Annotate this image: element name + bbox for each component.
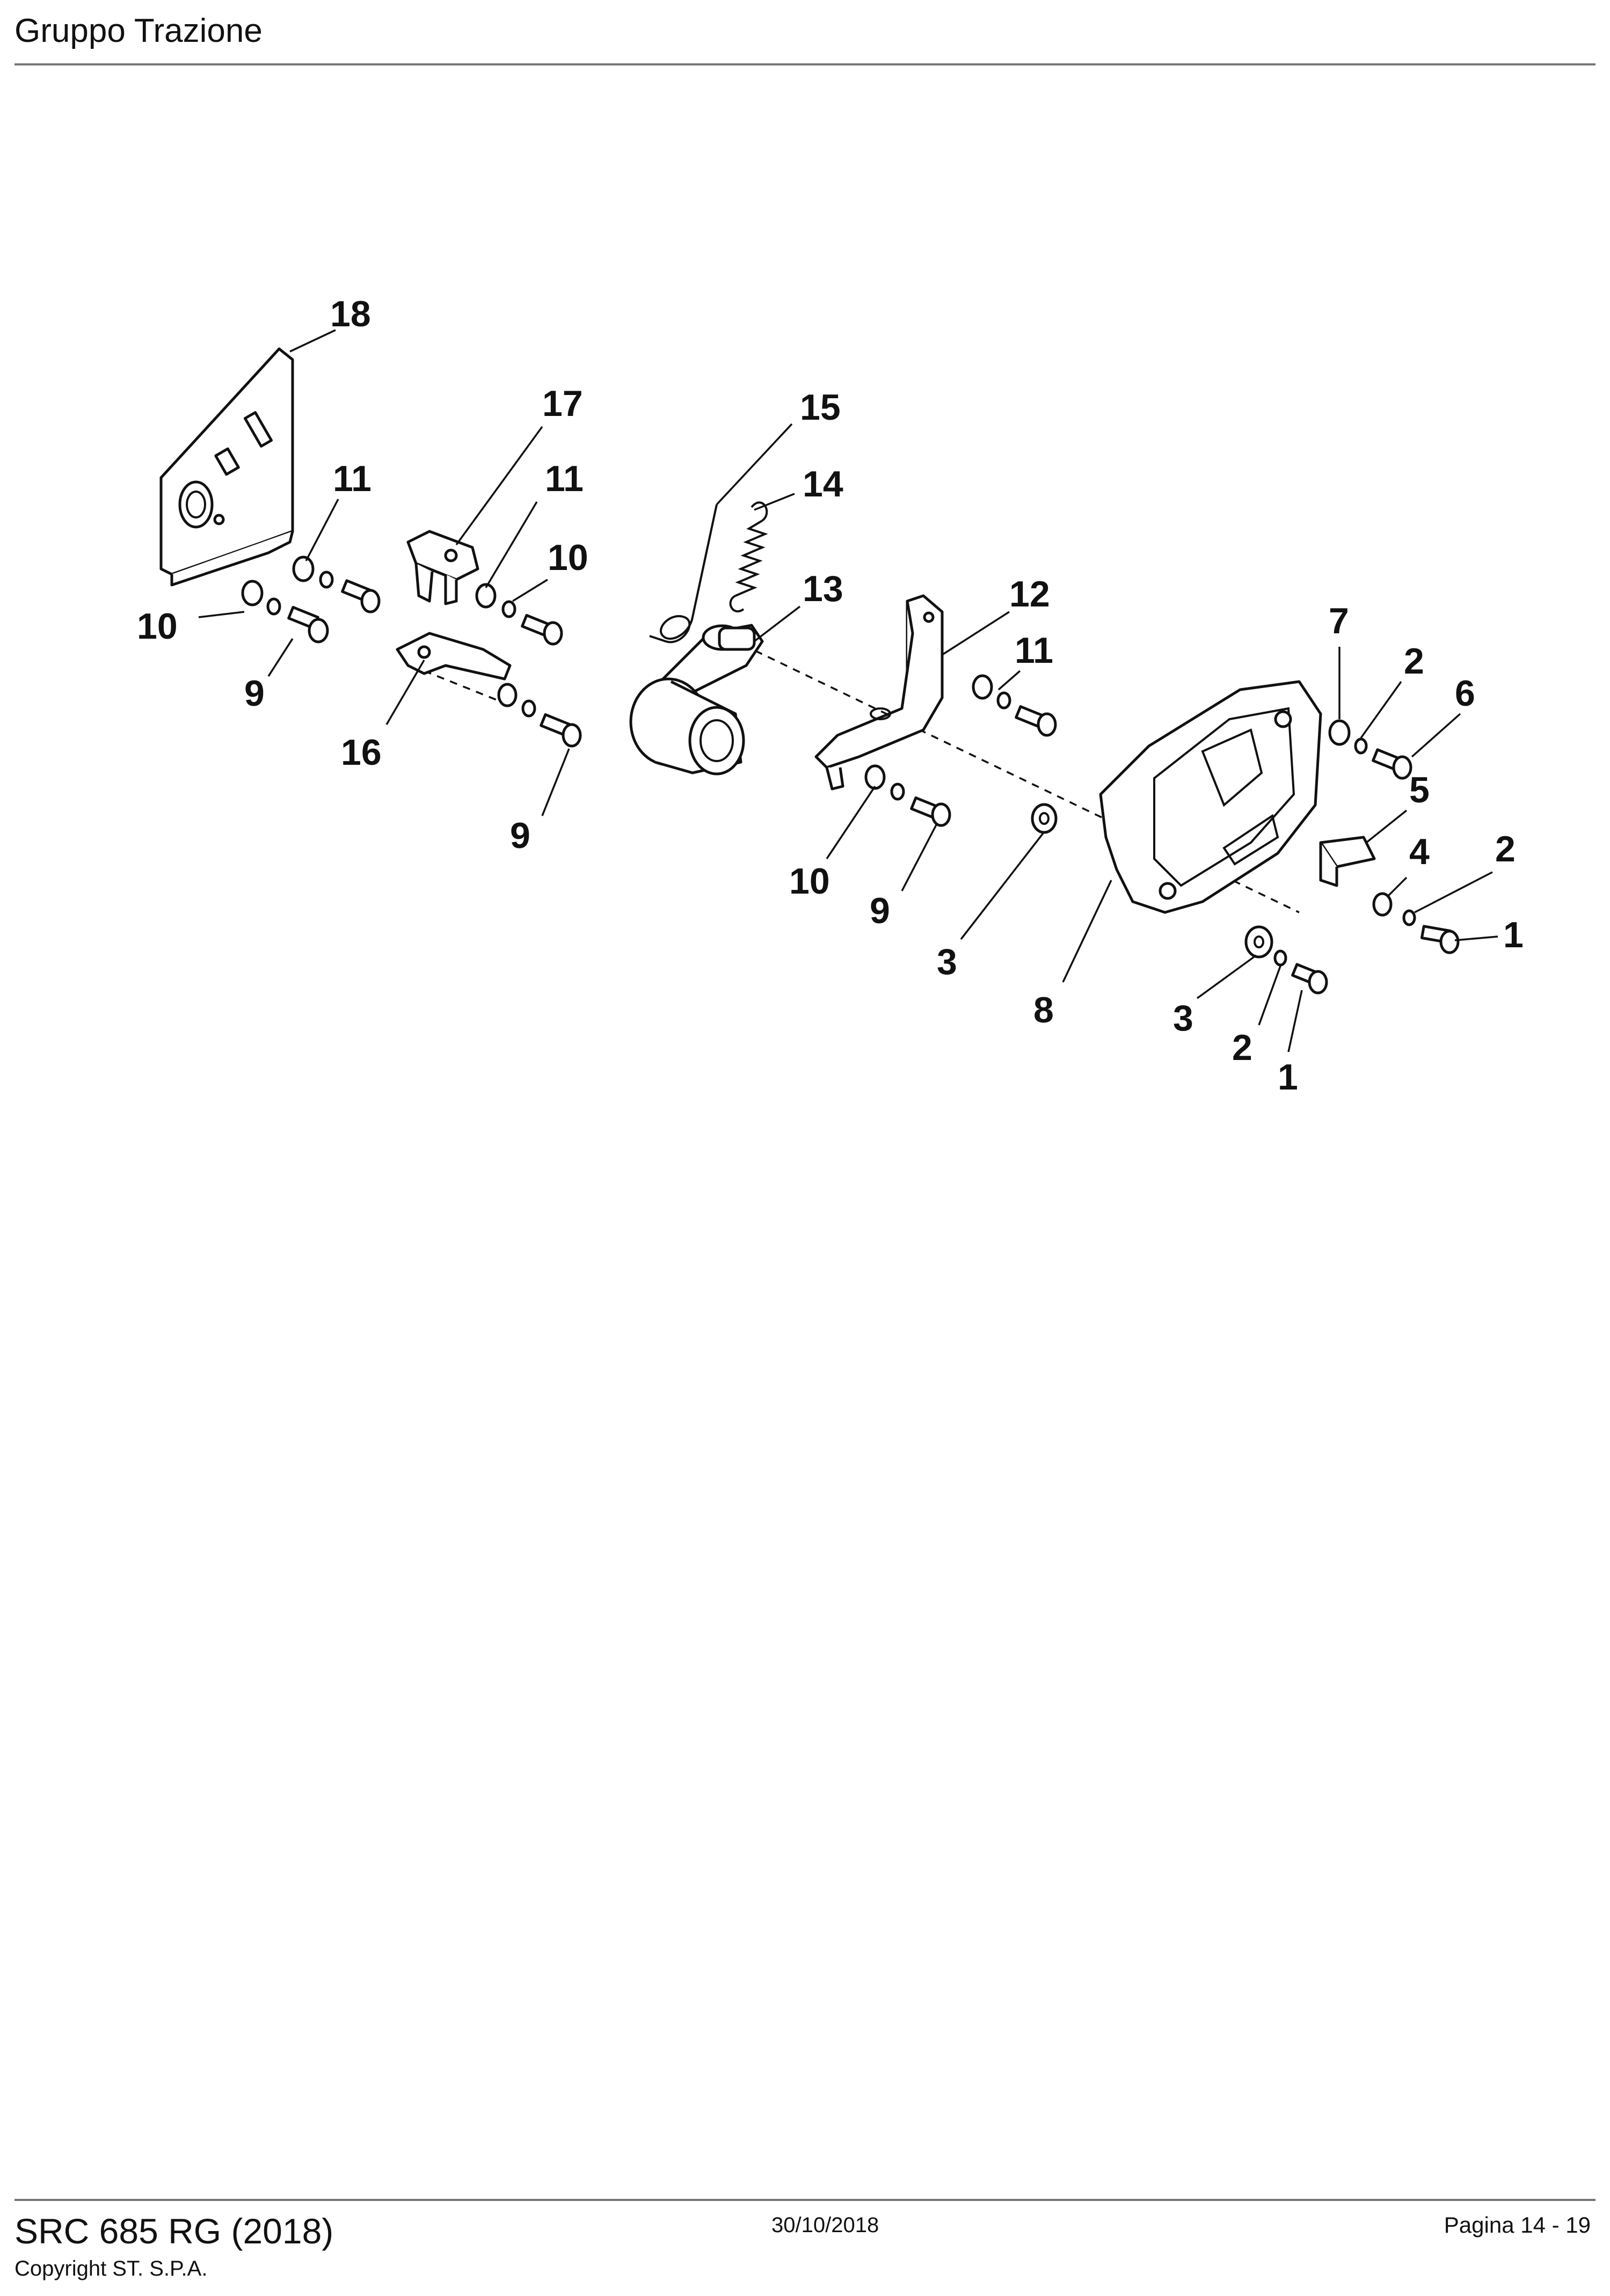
washer-11-c: [972, 674, 993, 700]
washer-7: [1328, 719, 1351, 746]
fasteners: [241, 555, 1460, 995]
bolt-1-a: [1420, 925, 1460, 954]
washer-3-b: [1244, 925, 1273, 959]
callout-17: 17: [542, 383, 583, 424]
footer-date: 30/10/2018: [771, 2213, 879, 2237]
callout-2-c: 2: [1232, 1027, 1252, 1068]
lockwasher-a: [319, 571, 334, 589]
part-17-bracket: [406, 530, 479, 605]
part-18-plate: [159, 347, 294, 587]
lockwasher-11-c: [996, 691, 1011, 710]
bolt-a: [341, 579, 381, 613]
callout-11-a: 11: [333, 458, 371, 499]
lockwasher-10-b: [501, 600, 516, 618]
callout-16: 16: [341, 732, 382, 773]
callout-6: 6: [1455, 673, 1475, 714]
washer-10-a: [241, 580, 264, 606]
bolt-9-c: [910, 796, 951, 827]
callout-10-b: 10: [548, 537, 588, 578]
callout-8: 8: [1033, 990, 1054, 1030]
callout-3-a: 3: [937, 941, 957, 982]
callout-7: 7: [1329, 601, 1349, 641]
lockwasher-2-c: [1273, 949, 1287, 967]
footer-model: SRC 685 RG (2018): [14, 2211, 334, 2251]
assembly-axis-left: [424, 670, 505, 704]
callout-18: 18: [330, 294, 371, 334]
lockwasher-2-a: [1354, 737, 1368, 755]
footer-copyright: Copyright ST. S.P.A.: [14, 2257, 208, 2280]
bolt-1-b: [1291, 963, 1328, 995]
lockwasher-2-b: [1402, 909, 1416, 926]
washer-11-a: [292, 555, 315, 582]
part-13-tensioner-pulley: [629, 624, 764, 776]
callout-10-c: 10: [789, 861, 830, 902]
washer-11-b: [475, 583, 497, 609]
callout-2-b: 2: [1495, 829, 1516, 869]
leader-lines: [198, 329, 1498, 1052]
bolt-9-b: [540, 713, 582, 748]
bolt-6: [1372, 748, 1412, 780]
callout-10-a: 10: [137, 606, 178, 647]
footer-page-number: Pagina 14 - 19: [1444, 2212, 1591, 2237]
bolt-b: [521, 613, 563, 646]
part-8-belt-cover: [1099, 680, 1322, 914]
washer-10-c: [864, 764, 886, 790]
callout-9-b: 9: [510, 815, 530, 856]
bolt-9-a: [287, 605, 329, 644]
bolt-c: [1015, 705, 1057, 737]
lockwasher-10-c: [890, 783, 905, 801]
callout-11-c: 11: [1015, 630, 1053, 671]
callout-11-b: 11: [545, 458, 584, 499]
footer-divider: [14, 2199, 1596, 2201]
washer-4: [1372, 892, 1393, 917]
callout-5: 5: [1409, 770, 1430, 810]
callout-1-b: 1: [1278, 1057, 1298, 1098]
callout-9-c: 9: [870, 890, 890, 931]
lockwasher-16: [521, 699, 536, 718]
callout-13: 13: [803, 568, 843, 609]
washer-3-a: [1031, 803, 1058, 834]
part-14-extension-spring: [729, 501, 768, 613]
page-title: Gruppo Trazione: [14, 12, 263, 49]
callout-2-a: 2: [1404, 641, 1424, 682]
callout-3-b: 3: [1173, 998, 1193, 1039]
callout-4: 4: [1409, 831, 1430, 872]
part-16-cable-guide: [396, 632, 512, 681]
callout-labels: 18 17 15 14 13 12 11 11 11 10 10 10 9 9 …: [137, 294, 1524, 1098]
lockwasher-10-a: [266, 597, 281, 616]
part-12-lever-bracket: [814, 594, 944, 791]
callout-15: 15: [800, 387, 841, 428]
part-15-torsion-spring: [649, 504, 718, 644]
callout-14: 14: [803, 464, 843, 504]
callout-12: 12: [1009, 574, 1050, 615]
callout-1-a: 1: [1503, 915, 1524, 955]
part-5-clip: [1319, 836, 1376, 887]
washer-16: [497, 683, 518, 707]
callout-9-a: 9: [244, 673, 265, 714]
header-divider: [14, 63, 1596, 65]
